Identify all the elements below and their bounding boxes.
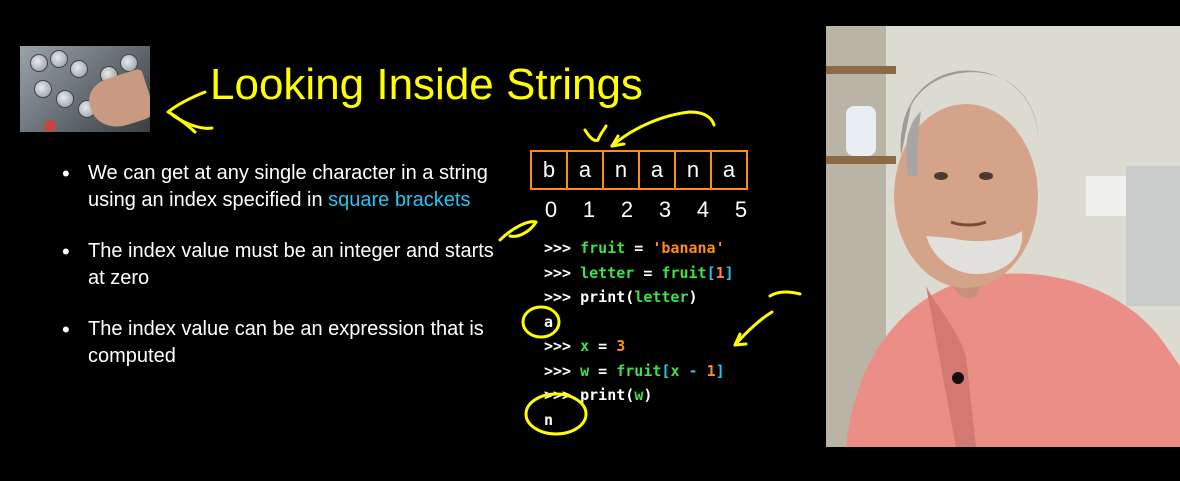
presenter-video[interactable] bbox=[826, 26, 1180, 447]
presenter-image bbox=[826, 26, 1180, 447]
char-box: b bbox=[530, 150, 568, 190]
index-labels: 0 1 2 3 4 5 bbox=[532, 197, 760, 223]
index-label: 2 bbox=[620, 197, 634, 222]
char-box: n bbox=[674, 150, 712, 190]
bullet-text: The index value can be an expression tha… bbox=[88, 318, 484, 367]
index-label: 5 bbox=[734, 197, 748, 222]
bullet-item: • We can get at any single character in … bbox=[62, 160, 512, 214]
code-output: n bbox=[544, 410, 554, 429]
code-output: a bbox=[544, 312, 554, 331]
slide-title: Looking Inside Strings bbox=[210, 60, 643, 109]
char-box: a bbox=[566, 150, 604, 190]
index-label: 1 bbox=[582, 197, 596, 222]
bullet-dot-icon: • bbox=[62, 161, 70, 186]
bullet-text: The index value must be an integer and s… bbox=[88, 240, 494, 289]
elevator-buttons-image bbox=[20, 46, 150, 132]
index-label: 0 bbox=[544, 197, 558, 222]
bullet-dot-icon: • bbox=[62, 317, 70, 342]
index-label: 3 bbox=[658, 197, 672, 222]
bullet-list: • We can get at any single character in … bbox=[62, 160, 512, 394]
slide: Looking Inside Strings • We can get at a… bbox=[20, 46, 802, 436]
bullet-text: We can get at any single character in a … bbox=[88, 162, 488, 211]
index-label: 4 bbox=[696, 197, 710, 222]
char-box: n bbox=[602, 150, 640, 190]
bullet-dot-icon: • bbox=[62, 239, 70, 264]
bullet-item: • The index value can be an expression t… bbox=[62, 316, 512, 370]
bullet-item: • The index value must be an integer and… bbox=[62, 238, 512, 292]
string-boxes: b a n a n a bbox=[530, 150, 748, 190]
char-box: a bbox=[638, 150, 676, 190]
bullet-accent-text: square brackets bbox=[328, 189, 471, 211]
code-block: >>> fruit = 'banana' >>> letter = fruit[… bbox=[544, 239, 734, 429]
char-box: a bbox=[710, 150, 748, 190]
